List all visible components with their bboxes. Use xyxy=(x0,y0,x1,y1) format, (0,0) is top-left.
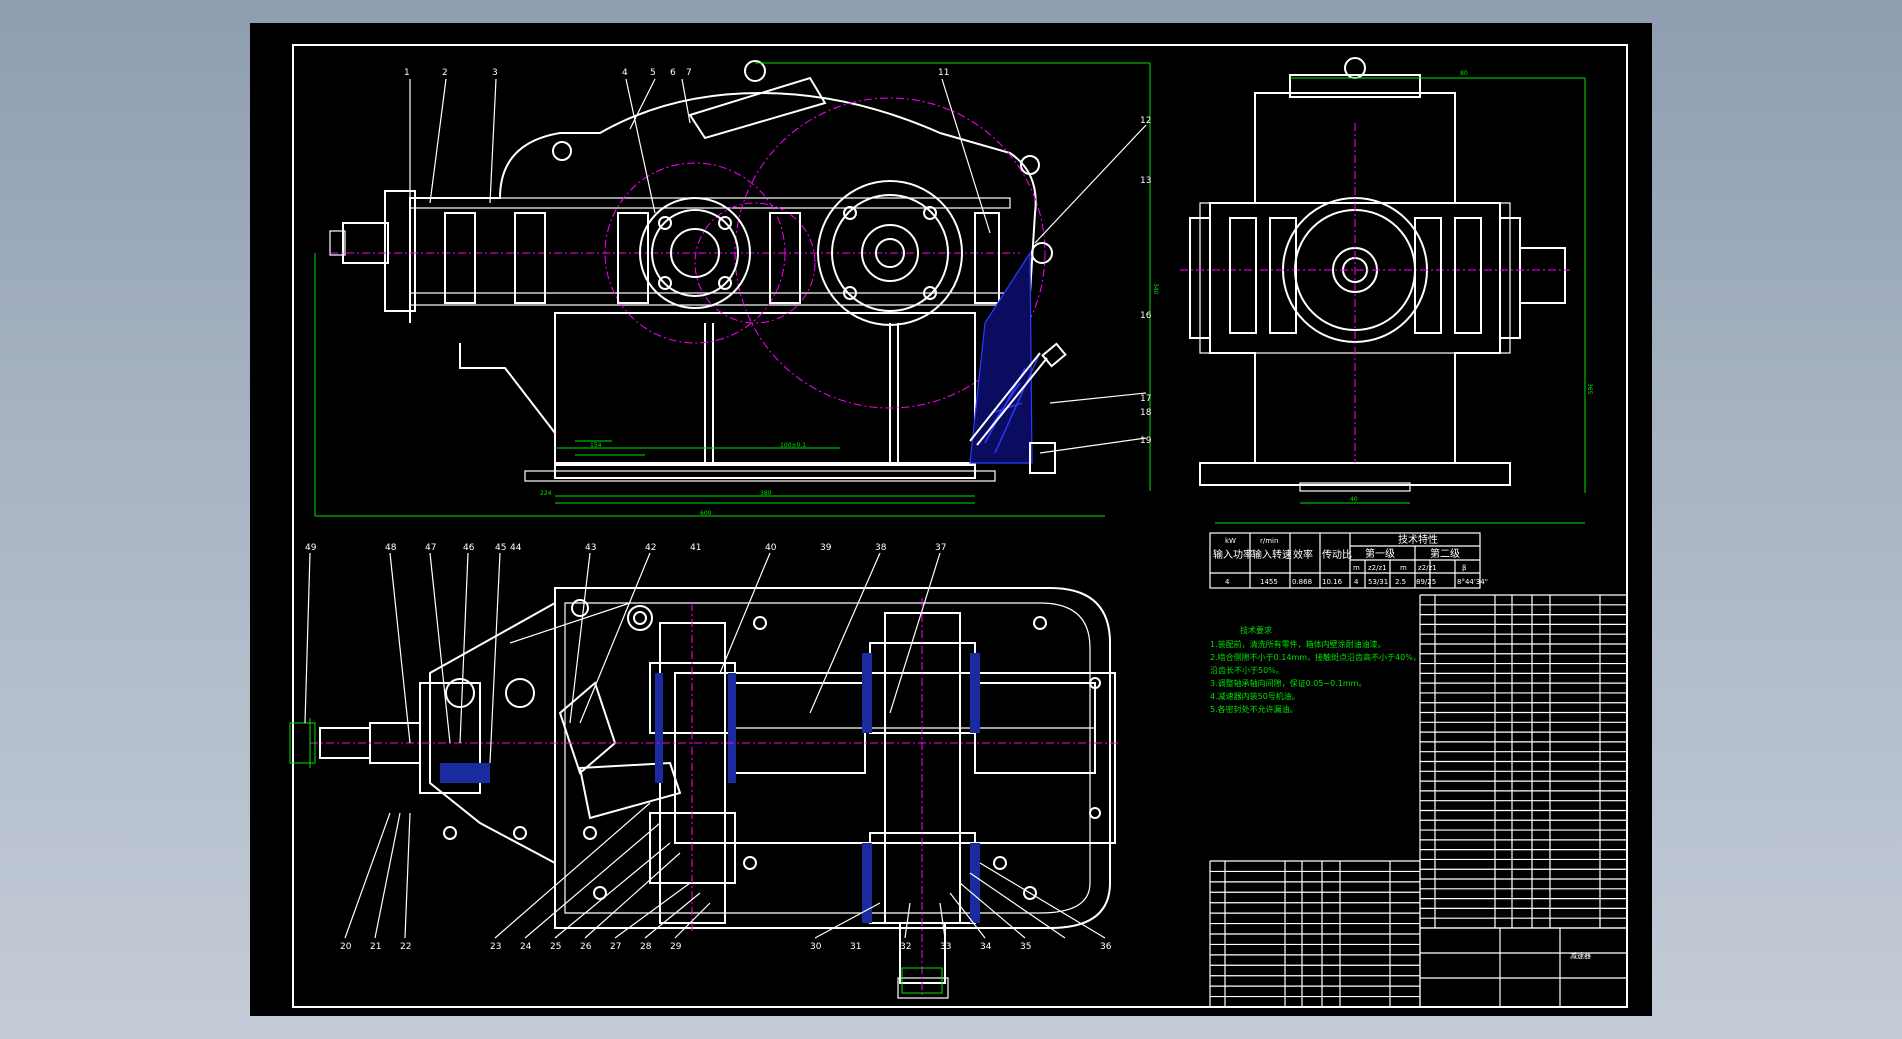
spec-val-power: 4 xyxy=(1225,578,1230,586)
spec-val-eff: 0.868 xyxy=(1292,578,1312,586)
callout-48: 48 xyxy=(385,543,397,553)
callout-26: 26 xyxy=(580,942,592,952)
note-5: 4.减速器内装50号机油。 xyxy=(1210,691,1300,701)
callout-49: 49 xyxy=(305,543,317,553)
callout-47: 47 xyxy=(425,543,436,553)
svg-text:224: 224 xyxy=(540,490,552,497)
callout-38: 38 xyxy=(875,543,887,553)
callout-17: 17 xyxy=(1140,394,1151,404)
callout-25: 25 xyxy=(550,942,561,952)
side-view: 80 40 365 xyxy=(1180,57,1593,524)
callout-46: 46 xyxy=(463,543,475,553)
spec-val-speed: 1455 xyxy=(1260,578,1278,586)
plan-view xyxy=(289,587,1120,999)
front-callouts: 1 2 3 4 5 6 7 11 12 13 16 17 18 19 xyxy=(404,68,1152,454)
callout-5: 5 xyxy=(650,68,656,78)
title-block: 减速器 xyxy=(1419,927,1628,1008)
drawing-border xyxy=(292,44,1628,1008)
callout-37: 37 xyxy=(935,543,946,553)
callout-11: 11 xyxy=(938,68,949,78)
spec-header-efficiency: 效率 xyxy=(1293,548,1313,561)
callout-18: 18 xyxy=(1140,408,1152,418)
callout-29: 29 xyxy=(670,942,682,952)
note-6: 5.各密封处不允许漏油。 xyxy=(1210,704,1298,714)
spec-val-ratio: 10.16 xyxy=(1322,578,1343,586)
callout-4: 4 xyxy=(622,68,628,78)
callout-12: 12 xyxy=(1140,116,1151,126)
spec-val-m2: 2.5 xyxy=(1395,578,1406,586)
callout-2: 2 xyxy=(442,68,448,78)
callout-3: 3 xyxy=(492,68,498,78)
svg-text:600: 600 xyxy=(700,510,712,517)
spec-val-z2: 89/25 xyxy=(1416,578,1436,586)
callout-28: 28 xyxy=(640,942,652,952)
callout-20: 20 xyxy=(340,942,352,952)
callout-33: 33 xyxy=(940,942,951,952)
callout-40: 40 xyxy=(765,543,777,553)
note-2: 2.啮合侧隙不小于0.14mm，接触斑点沿齿高不小于40%， xyxy=(1210,652,1421,662)
spec-sub-m2: m xyxy=(1400,564,1407,572)
callout-21: 21 xyxy=(370,942,381,952)
svg-text:340: 340 xyxy=(1152,283,1159,295)
callout-45: 45 xyxy=(495,543,506,553)
spec-sub-beta: β xyxy=(1462,564,1466,572)
note-4: 3.调整轴承轴向间隙，保证0.05~0.1mm。 xyxy=(1210,678,1366,688)
spec-val-beta: 8°44'34" xyxy=(1457,578,1488,586)
svg-text:154: 154 xyxy=(590,442,602,449)
callout-22: 22 xyxy=(400,942,411,952)
callout-27: 27 xyxy=(610,942,621,952)
note-3: 沿齿长不小于50%。 xyxy=(1210,665,1284,675)
svg-text:100±0.1: 100±0.1 xyxy=(780,442,806,449)
callout-35: 35 xyxy=(1020,942,1031,952)
front-view: 224 380 600 154 100±0.1 340 xyxy=(314,60,1159,517)
spec-header-input-power: 输入功率 xyxy=(1213,548,1253,561)
spec-header-stage2: 第二级 xyxy=(1430,547,1460,560)
spec-table: 技术特性 输入功率 输入转速 效率 传动比 第一级 第二级 kW r/min m… xyxy=(1209,532,1488,589)
svg-text:365: 365 xyxy=(1586,383,1593,395)
svg-text:80: 80 xyxy=(1460,70,1468,77)
callout-24: 24 xyxy=(520,942,532,952)
spec-unit-kw: kW xyxy=(1225,537,1236,545)
notes-title: 技术要求 xyxy=(1240,625,1272,635)
spec-val-z1: 53/31 xyxy=(1368,578,1388,586)
callout-7: 7 xyxy=(686,68,692,78)
callout-42: 42 xyxy=(645,543,656,553)
callout-19: 19 xyxy=(1140,436,1152,446)
spec-sub-z2: z2/z1 xyxy=(1418,564,1437,572)
callout-23: 23 xyxy=(490,942,501,952)
callout-34: 34 xyxy=(980,942,992,952)
callout-30: 30 xyxy=(810,942,822,952)
svg-text:40: 40 xyxy=(1350,496,1358,503)
note-1: 1.装配前，清洗所有零件，箱体内壁涂耐油油漆。 xyxy=(1210,639,1386,649)
spec-val-m1: 4 xyxy=(1354,578,1359,586)
callout-43: 43 xyxy=(585,543,596,553)
cad-drawing-viewport[interactable]: 224 380 600 154 100±0.1 340 1 2 3 4 5 6 … xyxy=(250,23,1652,1016)
parts-list xyxy=(1209,594,1628,1008)
plan-callouts: 49 48 47 46 45 44 43 42 41 40 39 38 37 2… xyxy=(304,543,1112,952)
svg-text:380: 380 xyxy=(760,490,772,497)
callout-36: 36 xyxy=(1100,942,1112,952)
callout-41: 41 xyxy=(690,543,701,553)
callout-16: 16 xyxy=(1140,311,1152,321)
spec-header-input-speed: 输入转速 xyxy=(1252,548,1292,561)
spec-unit-rpm: r/min xyxy=(1260,537,1278,545)
callout-6: 6 xyxy=(670,68,676,78)
callout-1: 1 xyxy=(404,68,410,78)
spec-header-ratio: 传动比 xyxy=(1322,549,1352,561)
spec-sub-z1: z2/z1 xyxy=(1368,564,1387,572)
spec-sub-m1: m xyxy=(1353,564,1360,572)
spec-header-stage1: 第一级 xyxy=(1365,547,1395,560)
reducer-assembly-drawing: 224 380 600 154 100±0.1 340 1 2 3 4 5 6 … xyxy=(289,44,1628,1008)
callout-31: 31 xyxy=(850,942,861,952)
spec-title: 技术特性 xyxy=(1398,533,1438,546)
callout-39: 39 xyxy=(820,543,832,553)
title-block-name: 减速器 xyxy=(1570,951,1591,960)
callout-32: 32 xyxy=(900,942,911,952)
callout-13: 13 xyxy=(1140,176,1151,186)
callout-44: 44 xyxy=(510,543,522,553)
technical-notes: 技术要求 1.装配前，清洗所有零件，箱体内壁涂耐油油漆。 2.啮合侧隙不小于0.… xyxy=(1210,625,1421,714)
